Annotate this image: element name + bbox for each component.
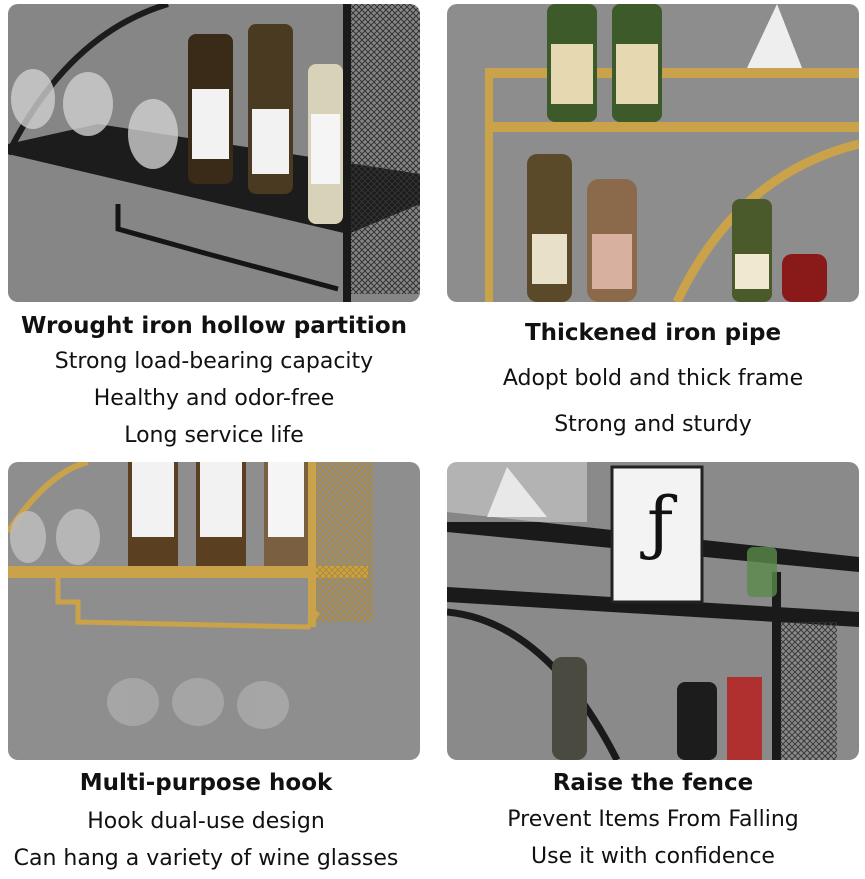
panel-4-line-2: Use it with confidence	[531, 844, 775, 869]
panel-1-line-3: Long service life	[124, 423, 304, 448]
panel-1-line-2: Healthy and odor-free	[93, 386, 335, 411]
panel-2-title: Thickened iron pipe	[524, 320, 782, 346]
panel-3-line-1: Hook dual-use design	[87, 809, 325, 834]
panel-1-title: Wrought iron hollow partition	[21, 313, 407, 339]
panel-3-line-2: Can hang a variety of wine glasses	[13, 846, 399, 871]
panel-3-title: Multi-purpose hook	[79, 770, 333, 796]
gold-rack-glass-hooks-photo	[8, 462, 420, 760]
svg-text:ƒ: ƒ	[640, 482, 678, 564]
black-wine-rack-mesh-partition-photo	[8, 4, 420, 302]
black-shelf-fence-photo: ƒ	[447, 462, 859, 760]
gold-frame-shelf-bottles-photo	[447, 4, 859, 302]
panel-1-line-1: Strong load-bearing capacity	[54, 349, 374, 374]
panel-2-line-2: Strong and sturdy	[554, 412, 752, 437]
panel-4-line-1: Prevent Items From Falling	[507, 807, 799, 832]
panel-2-line-1: Adopt bold and thick frame	[502, 366, 804, 391]
panel-4-title: Raise the fence	[552, 770, 754, 796]
